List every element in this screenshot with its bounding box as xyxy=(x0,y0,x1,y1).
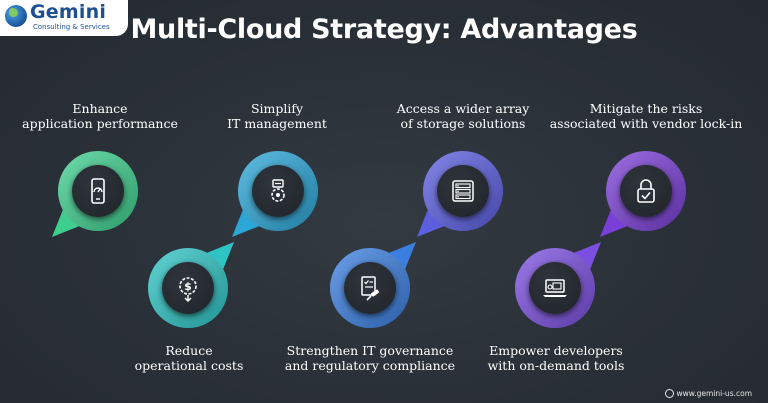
advantage-badge-5 xyxy=(437,165,489,217)
advantage-label-1: Enhance application performance xyxy=(22,101,178,131)
advantage-badge-7 xyxy=(620,165,672,217)
advantage-label-6: Empower developers with on-demand tools xyxy=(487,343,625,373)
laptop-tools-icon xyxy=(543,279,567,297)
smartphone-speed-icon xyxy=(91,178,105,204)
advantage-badge-4 xyxy=(344,262,396,314)
svg-text:$: $ xyxy=(184,280,192,293)
storage-server-icon xyxy=(452,180,474,202)
checklist-gavel-icon xyxy=(361,276,380,301)
advantage-ring-4 xyxy=(320,238,420,338)
company-logo[interactable]: Gemini Consulting & Services xyxy=(0,0,128,36)
globe-icon xyxy=(664,389,674,398)
advantage-badge-6 xyxy=(529,262,581,314)
advantage-label-3: Simplify IT management xyxy=(227,101,327,131)
advantage-badge-3 xyxy=(252,165,304,217)
advantage-label-5: Access a wider array of storage solution… xyxy=(396,101,530,131)
website-footer[interactable]: www.gemini-us.com xyxy=(664,389,752,398)
advantage-label-2: Reduce operational costs xyxy=(134,343,244,373)
advantage-ring-6 xyxy=(505,238,605,338)
advantage-badge-2: $ xyxy=(162,262,214,314)
advantage-ring-3 xyxy=(228,141,328,241)
advantage-ring-1 xyxy=(48,141,148,241)
advantage-ring-7 xyxy=(596,141,696,241)
advantage-badge-1 xyxy=(72,165,124,217)
page-title: Multi-Cloud Strategy: Advantages xyxy=(130,14,638,45)
advantage-label-7: Mitigate the risks associated with vendo… xyxy=(549,101,743,131)
advantage-label-4: Strengthen IT governance and regulatory … xyxy=(284,343,456,373)
dollar-gear-icon: $ xyxy=(179,277,197,302)
advantage-ring-5 xyxy=(413,141,513,241)
logo-subtitle: Consulting & Services xyxy=(33,23,110,31)
logo-name: Gemini xyxy=(30,1,107,23)
advantage-ring-2: $ xyxy=(138,238,238,338)
gear-management-icon xyxy=(271,179,285,202)
globe-icon xyxy=(5,5,27,27)
lock-check-icon xyxy=(637,179,655,203)
